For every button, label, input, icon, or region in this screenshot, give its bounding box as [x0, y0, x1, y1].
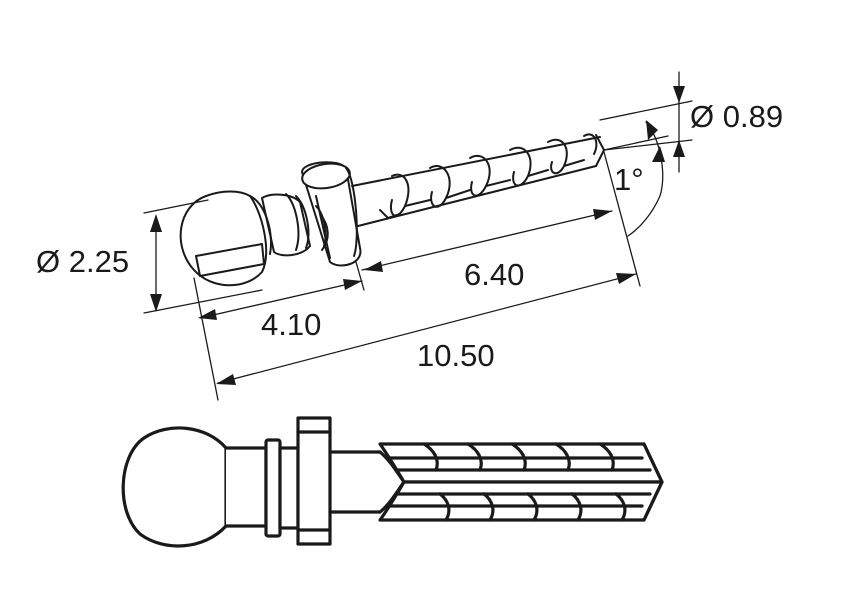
total-length-label: 10.50 [417, 338, 495, 373]
thread-length-dim: 6.40 [361, 151, 641, 292]
ball-head-side [121, 426, 228, 548]
head-length-dim: 4.10 [193, 261, 365, 401]
collar-side [296, 416, 332, 546]
tip-side [642, 442, 664, 522]
thread-bottom-side [378, 480, 664, 522]
head-diameter-label: Ø 2.25 [36, 244, 129, 279]
neck-side [224, 438, 300, 538]
head-length-label: 4.10 [261, 307, 321, 342]
isometric-view [179, 133, 605, 287]
ball-head-isometric [179, 190, 272, 287]
thread-top-side [378, 442, 664, 484]
collar-isometric [301, 161, 362, 267]
total-length-dim: 10.50 [216, 273, 637, 385]
thread-isometric [390, 133, 598, 217]
head-diameter-dim: Ø 2.25 [36, 199, 263, 314]
angle-label: 1° [614, 162, 644, 197]
side-view [121, 416, 664, 548]
angle-dim: 1° [603, 120, 669, 237]
neck-isometric [261, 193, 329, 257]
tip-diameter-label: Ø 0.89 [690, 99, 783, 134]
thread-length-label: 6.40 [464, 257, 524, 292]
tip-diameter-dim: Ø 0.89 [599, 71, 783, 173]
dimensions: Ø 2.25 Ø 0.89 1° 4.10 [36, 71, 783, 401]
